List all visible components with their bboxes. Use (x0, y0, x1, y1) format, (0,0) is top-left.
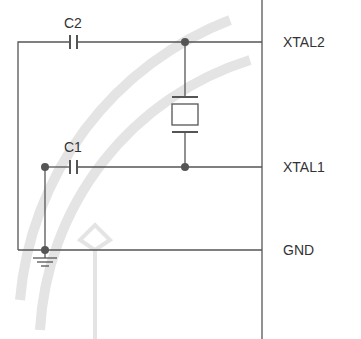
capacitor-plate (69, 35, 71, 49)
ground-symbol (33, 257, 57, 258)
junction-dot (181, 38, 189, 46)
pin-name: GND (283, 243, 314, 257)
junction-dot (41, 163, 49, 171)
pin-name: XTAL1 (283, 160, 325, 174)
crystal-plate (172, 96, 198, 98)
capacitor-plate (69, 160, 71, 174)
pin-name: XTAL2 (283, 35, 325, 49)
crystal-symbol (172, 104, 198, 125)
chip-edge (261, 0, 262, 339)
wire (18, 249, 262, 250)
watermark-tower (80, 225, 110, 339)
wire (44, 167, 45, 258)
capacitor-plate (76, 160, 78, 174)
watermark (20, 20, 250, 339)
wire (77, 166, 262, 167)
watermark-arc (40, 60, 250, 330)
ground-symbol (41, 265, 49, 266)
junction-dot (181, 163, 189, 171)
part-name: C1 (64, 140, 82, 154)
watermark-arc (20, 20, 230, 300)
wire (184, 132, 185, 167)
wire (18, 42, 70, 250)
part-name: C2 (64, 16, 82, 30)
wire (184, 42, 185, 97)
junction-dot (41, 246, 49, 254)
wire (77, 41, 262, 42)
capacitor-plate (76, 35, 78, 49)
ground-symbol (37, 261, 53, 262)
